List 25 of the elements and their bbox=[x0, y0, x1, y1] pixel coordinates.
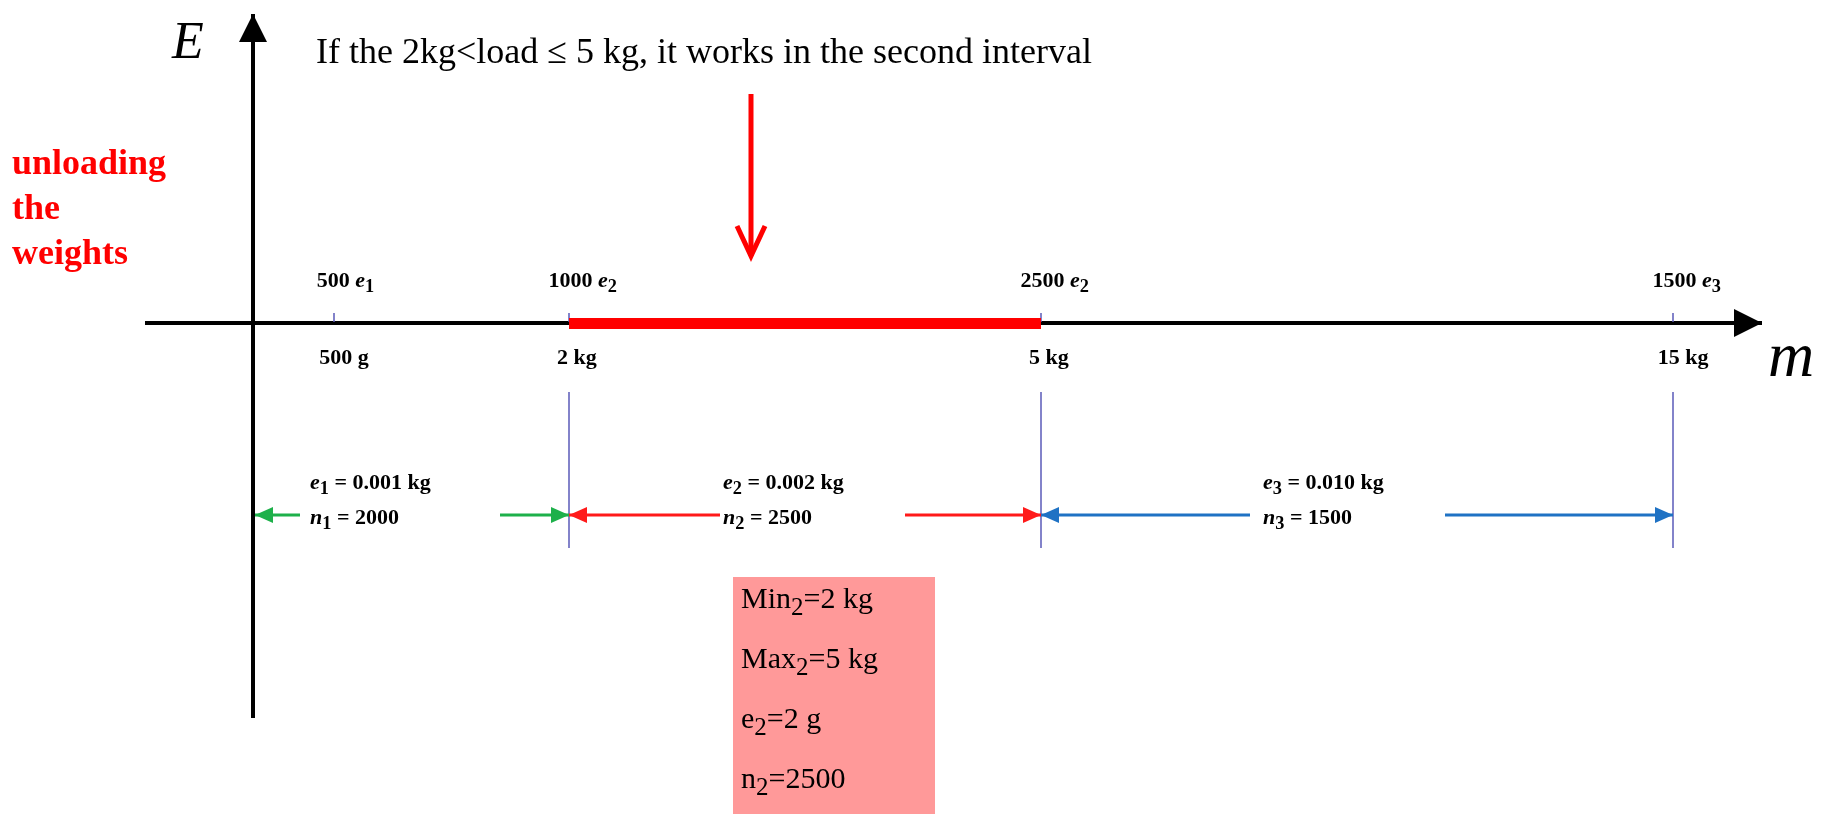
info-line: e$_{2}$=2 g bbox=[741, 703, 823, 739]
tick-label: 15 kg bbox=[1657, 345, 1709, 370]
axis-label: E bbox=[172, 12, 204, 70]
info-line: n$_{2}$=2500 bbox=[741, 763, 847, 799]
tick-label: 1500 e$_{3}$ bbox=[1652, 268, 1721, 297]
callout-text: If the 2kg<load ≤ 5 kg, it works in the second interval bbox=[316, 30, 1416, 78]
tick-label: 2500 e$_{2}$ bbox=[1020, 268, 1089, 297]
info-line: Min$_{2}$=2 kg bbox=[741, 583, 874, 619]
tick-label: 500 e$_{1}$ bbox=[316, 268, 375, 297]
tick-label: 1000 e$_{2}$ bbox=[548, 268, 617, 297]
interval-label: e$_{2}$ = 0.002 kg bbox=[723, 470, 844, 499]
interval-label: n$_{1}$ = 2000 bbox=[310, 505, 399, 534]
info-line: Max$_{2}$=5 kg bbox=[741, 643, 879, 679]
arrow bbox=[734, 94, 768, 262]
interval-info-box bbox=[733, 577, 935, 814]
annotation-text: unloading the weights bbox=[12, 141, 168, 274]
highlighted-interval-bar bbox=[569, 318, 1041, 329]
interval-label: e$_{1}$ = 0.001 kg bbox=[310, 470, 431, 499]
interval-label: n$_{3}$ = 1500 bbox=[1263, 505, 1352, 534]
interval-label: n$_{2}$ = 2500 bbox=[723, 505, 812, 534]
tick-label: 2 kg bbox=[557, 345, 597, 370]
axis-label: m bbox=[1768, 320, 1815, 391]
interval-label: e$_{3}$ = 0.010 kg bbox=[1263, 470, 1384, 499]
tick-label: 5 kg bbox=[1029, 345, 1069, 370]
tick-label: 500 g bbox=[319, 345, 369, 370]
